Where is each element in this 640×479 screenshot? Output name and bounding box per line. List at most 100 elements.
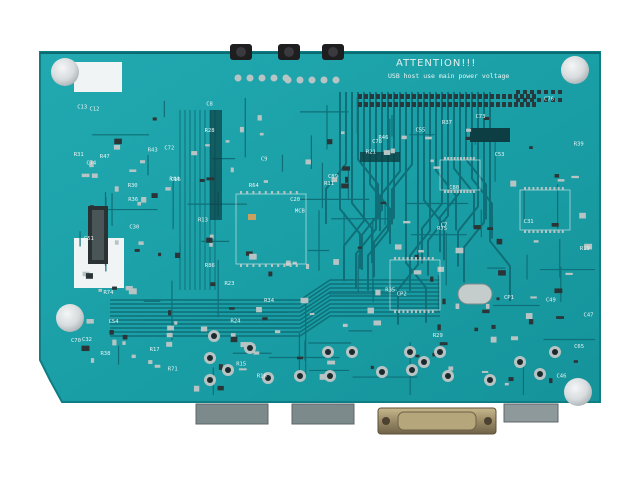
smd-part [285,260,291,266]
header-pin [460,102,464,107]
warning-title: ATTENTION!!! [396,58,476,69]
component-label: C78 [372,139,382,145]
smd-part [528,319,534,325]
smd-part [230,336,238,343]
ic-pin [549,230,552,233]
ic-pin [553,187,556,190]
ic-pin [456,157,459,160]
header-pin [370,102,374,107]
header-pin [558,90,562,94]
smd-part [375,289,381,296]
ic-pin [545,187,547,190]
header-pin [430,102,434,107]
header-pin [537,90,541,94]
trace [357,92,379,220]
component-label: C47 [584,312,594,318]
smd-part [333,259,339,265]
header-pin [551,90,555,94]
ic-pin [264,191,267,194]
smd-part [498,270,506,276]
smd-part [137,201,141,206]
ic-pin [549,187,552,190]
component-label: C32 [82,337,92,343]
ic-pin [472,190,475,193]
smd-part [433,166,441,169]
tht-hole [537,371,543,377]
header-pin [394,94,398,99]
header-pin [442,94,446,99]
smd-part [551,222,559,227]
ic-pin [427,310,430,313]
header-pin [526,94,530,99]
copper-pour [470,128,510,142]
trace [351,92,373,264]
tht-hole [409,367,415,373]
smd-part [340,131,345,135]
component-label: R19 [580,246,590,252]
ic-pin [460,190,462,193]
component-label: R71 [168,367,178,373]
smd-part [305,159,311,165]
component-labels: R28R29R30C24C31C32R24R46R86R15C16R17MCBR… [71,96,593,379]
smd-part [253,351,260,355]
smd-part [584,243,593,250]
header-pin [526,102,530,107]
ic-pin [469,157,472,160]
ic-pin [540,230,543,233]
component-label: R37 [442,120,452,126]
component-label: R74 [103,290,114,296]
header-pin [558,98,562,102]
standoff-top-left [51,58,79,86]
tht-hole [379,369,385,375]
component-label: R36 [128,197,138,203]
smd-part [239,126,244,133]
ic-pin [423,257,426,260]
header-pin [532,102,536,107]
ic-pin [545,230,547,233]
ic-pin [532,230,535,233]
smd-part [193,385,200,392]
smd-part [496,297,500,301]
header-pin [364,94,368,99]
header-pin [537,98,541,102]
smd-part [485,303,490,309]
warning-text: USB host use main power voltage [388,72,509,80]
smd-part [89,161,94,168]
component-label: C76 [544,96,554,102]
header-pin [418,102,422,107]
smd-part [474,327,479,332]
header-pin [388,102,392,107]
smd-part [370,365,374,370]
smd-part [166,332,173,338]
ic-pin [398,310,401,313]
header-pin [454,102,458,107]
component-label: C20 [290,197,300,203]
header-pin [520,94,524,99]
header-pin [496,102,500,107]
trace [110,287,440,309]
smd-part [510,180,517,187]
standoffs [51,56,592,406]
ic-pin [463,190,466,193]
tht-pad [282,74,290,82]
trace [421,92,443,264]
header-pin [400,94,404,99]
header-pin [394,102,398,107]
smd-part [114,186,119,192]
component-label: R23 [224,281,234,287]
smd-part [113,144,121,150]
header-pin [516,98,520,102]
component-label: R24 [231,319,242,325]
ic-pin [258,264,261,267]
component-label: C70 [71,338,81,344]
bottom-connectors [195,403,559,435]
component-label: R11 [324,181,334,187]
trace [405,92,427,323]
tantalum-cap [248,214,256,220]
tht-hole [207,377,213,383]
trace [110,303,440,325]
smd-part [530,296,537,299]
smd-part [554,174,560,178]
component-label: C72 [164,145,174,151]
smd-part [557,179,565,182]
